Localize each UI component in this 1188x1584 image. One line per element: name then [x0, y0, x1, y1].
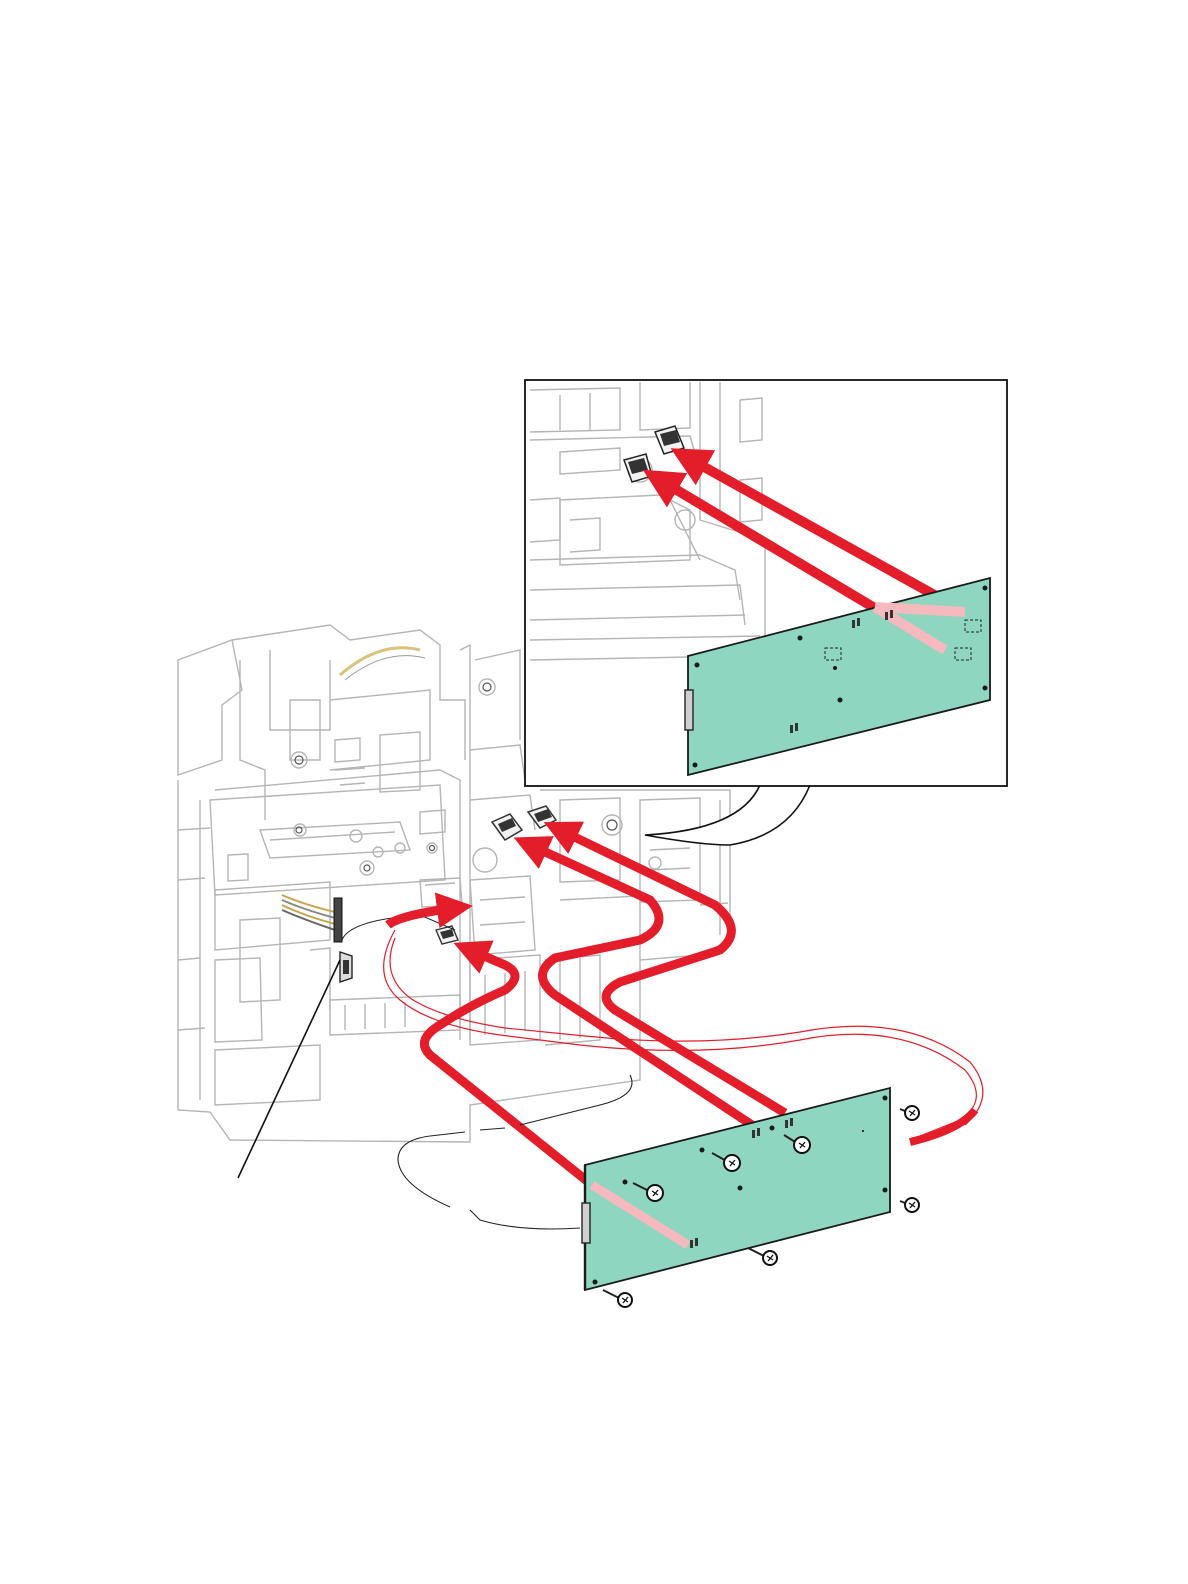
- chassis-connector-lower: [436, 926, 458, 944]
- connector-alignment-detail: [525, 380, 1007, 786]
- callout-pointer: [645, 785, 810, 845]
- chassis-connector-left: [492, 814, 522, 840]
- callout-leader-line: [238, 960, 340, 1178]
- board-edge-connector: [582, 1203, 590, 1243]
